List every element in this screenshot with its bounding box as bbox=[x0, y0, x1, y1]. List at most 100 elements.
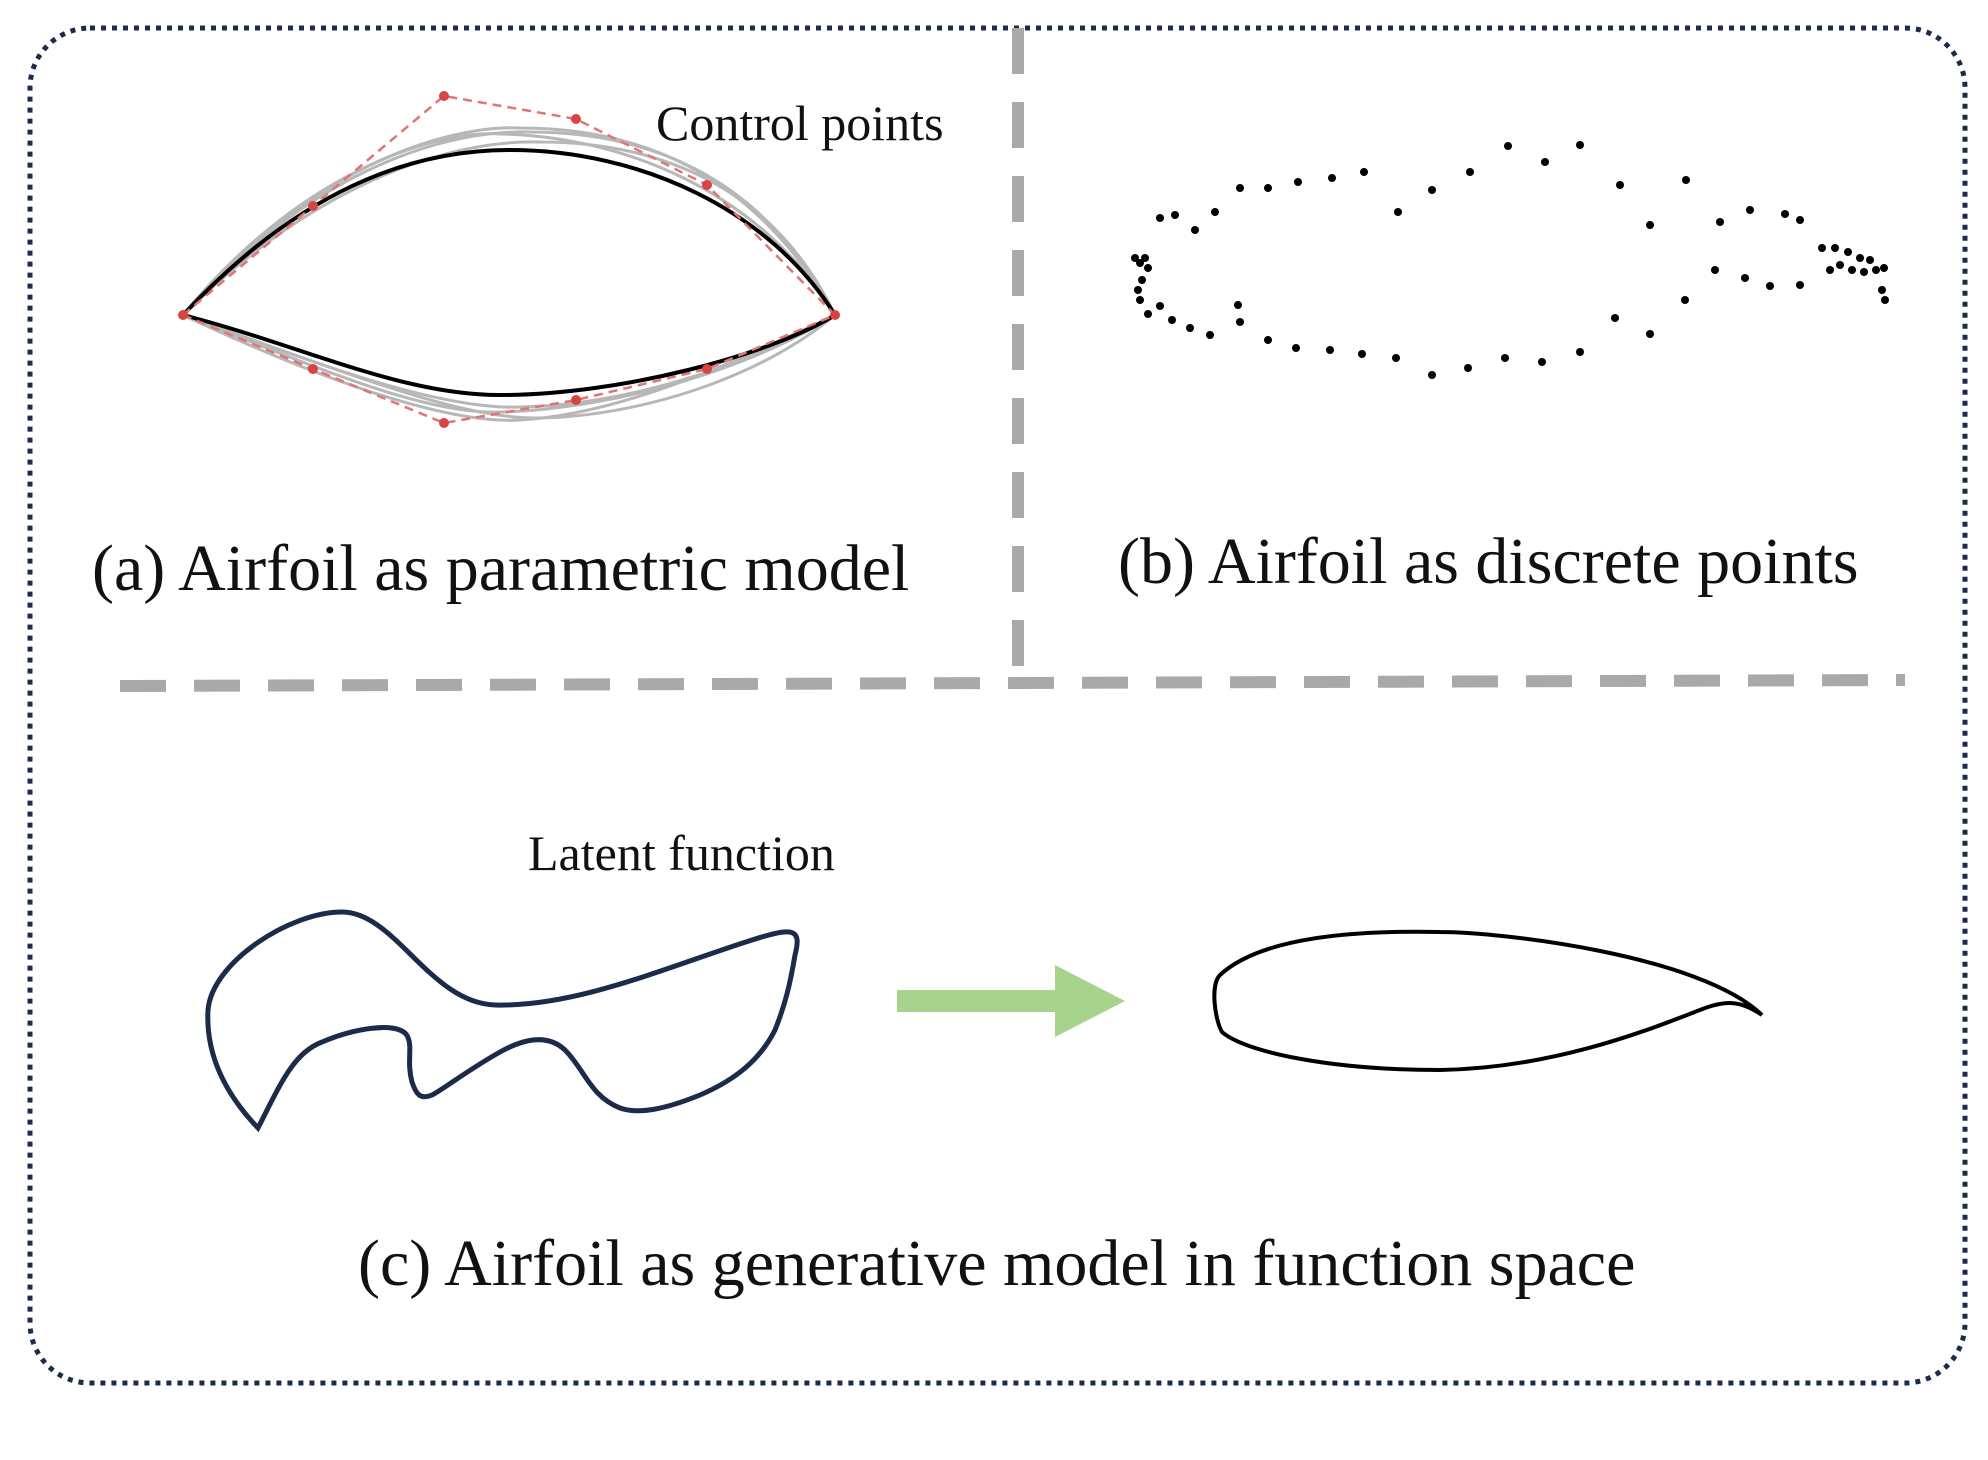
discrete-point bbox=[1646, 221, 1654, 229]
discrete-point bbox=[1836, 261, 1844, 269]
panel-b: (b) Airfoil as discrete points bbox=[1118, 141, 1889, 598]
discrete-point bbox=[1611, 314, 1619, 322]
latent-function-shape bbox=[207, 915, 798, 1128]
discrete-point bbox=[1326, 346, 1334, 354]
discrete-point bbox=[1741, 274, 1749, 282]
discrete-point bbox=[1236, 184, 1244, 192]
variant-curves bbox=[181, 126, 837, 422]
control-point bbox=[571, 395, 581, 405]
control-points-label: Control points bbox=[656, 95, 944, 151]
discrete-point bbox=[1831, 244, 1839, 252]
control-polygon bbox=[178, 91, 840, 428]
latent-function-shape-visible[interactable] bbox=[208, 912, 777, 1128]
discrete-point bbox=[1141, 254, 1149, 262]
discrete-point bbox=[1746, 206, 1754, 214]
discrete-point bbox=[1328, 174, 1336, 182]
control-point bbox=[830, 310, 840, 320]
control-point bbox=[571, 114, 581, 124]
discrete-point bbox=[1872, 266, 1880, 274]
control-point bbox=[439, 91, 449, 101]
latent-function-line bbox=[206, 912, 752, 1128]
discrete-point bbox=[1538, 358, 1546, 366]
latent-function-shape-outline bbox=[208, 913, 794, 1128]
discrete-point bbox=[1264, 184, 1272, 192]
discrete-point bbox=[1848, 266, 1856, 274]
discrete-point bbox=[1171, 211, 1179, 219]
panel-a-caption: (a) Airfoil as parametric model bbox=[92, 532, 909, 605]
discrete-point bbox=[1236, 318, 1244, 326]
panel-b-caption: (b) Airfoil as discrete points bbox=[1118, 525, 1859, 598]
discrete-point bbox=[1576, 141, 1584, 149]
discrete-point bbox=[1711, 266, 1719, 274]
discrete-point bbox=[1878, 286, 1886, 294]
latent-blob-drawn bbox=[209, 912, 750, 1128]
discrete-point bbox=[1681, 296, 1689, 304]
discrete-point bbox=[1191, 226, 1199, 234]
latent-shape-drawn bbox=[209, 912, 794, 1128]
generated-airfoil bbox=[1212, 929, 1764, 1073]
discrete-point bbox=[1818, 244, 1826, 252]
control-points bbox=[178, 91, 840, 428]
discrete-point bbox=[1880, 264, 1888, 272]
discrete-point bbox=[1682, 176, 1690, 184]
latent-function-stroke bbox=[207, 912, 752, 1128]
discrete-point bbox=[1576, 348, 1584, 356]
upper-control-polygon bbox=[182, 94, 836, 316]
discrete-point bbox=[1156, 302, 1164, 310]
discrete-point bbox=[1186, 324, 1194, 332]
discrete-point bbox=[1264, 336, 1272, 344]
latent-function-final-outline bbox=[208, 912, 752, 1128]
discrete-point bbox=[1360, 168, 1368, 176]
control-point bbox=[702, 180, 712, 190]
discrete-point bbox=[1134, 286, 1142, 294]
discrete-point bbox=[1646, 330, 1654, 338]
discrete-point bbox=[1156, 214, 1164, 222]
discrete-point bbox=[1766, 282, 1774, 290]
discrete-point bbox=[1138, 276, 1146, 284]
discrete-point bbox=[1136, 296, 1144, 304]
discrete-point bbox=[1168, 316, 1176, 324]
discrete-point bbox=[1144, 310, 1152, 318]
control-point bbox=[308, 364, 318, 374]
discrete-point bbox=[1131, 254, 1139, 262]
discrete-point bbox=[1796, 216, 1804, 224]
discrete-point bbox=[1211, 208, 1219, 216]
latent-function-region bbox=[207, 913, 800, 1128]
discrete-point bbox=[1616, 181, 1624, 189]
panel-a: Control points (a) Airfoil as parametric… bbox=[92, 91, 944, 605]
latent-function-curve-visible bbox=[208, 912, 775, 1128]
arrow-icon bbox=[897, 965, 1125, 1037]
arrow-head bbox=[1055, 965, 1125, 1037]
discrete-point bbox=[1392, 354, 1400, 362]
latent-function-final bbox=[208, 912, 770, 1128]
control-point bbox=[178, 310, 188, 320]
panel-c: Latent function bbox=[205, 825, 1764, 1300]
discrete-point bbox=[1541, 158, 1549, 166]
discrete-point bbox=[1826, 266, 1834, 274]
latent-function-outline-shape bbox=[208, 912, 752, 1128]
discrete-point bbox=[1136, 259, 1144, 267]
discrete-point bbox=[1394, 208, 1402, 216]
latent-shape-visible bbox=[209, 912, 793, 1128]
discrete-point-cloud bbox=[1131, 141, 1889, 379]
discrete-point bbox=[1294, 178, 1302, 186]
discrete-point bbox=[1466, 168, 1474, 176]
control-point bbox=[308, 201, 318, 211]
latent-function-blob-main bbox=[205, 909, 800, 1133]
latent-shape-main bbox=[209, 912, 750, 1128]
control-point bbox=[439, 418, 449, 428]
discrete-point bbox=[1504, 142, 1512, 150]
discrete-point bbox=[1856, 254, 1864, 262]
discrete-point bbox=[1881, 296, 1889, 304]
panel-c-caption: (c) Airfoil as generative model in funct… bbox=[358, 1227, 1635, 1300]
outer-frame bbox=[27, 25, 1968, 1386]
discrete-point bbox=[1844, 248, 1852, 256]
discrete-point bbox=[1501, 354, 1509, 362]
latent-function-label: Latent function bbox=[528, 825, 835, 881]
discrete-point bbox=[1781, 210, 1789, 218]
arrow-shaft bbox=[897, 990, 1057, 1012]
discrete-point bbox=[1464, 364, 1472, 372]
discrete-point bbox=[1428, 371, 1436, 379]
latent-function-shape-curve bbox=[208, 912, 752, 1128]
